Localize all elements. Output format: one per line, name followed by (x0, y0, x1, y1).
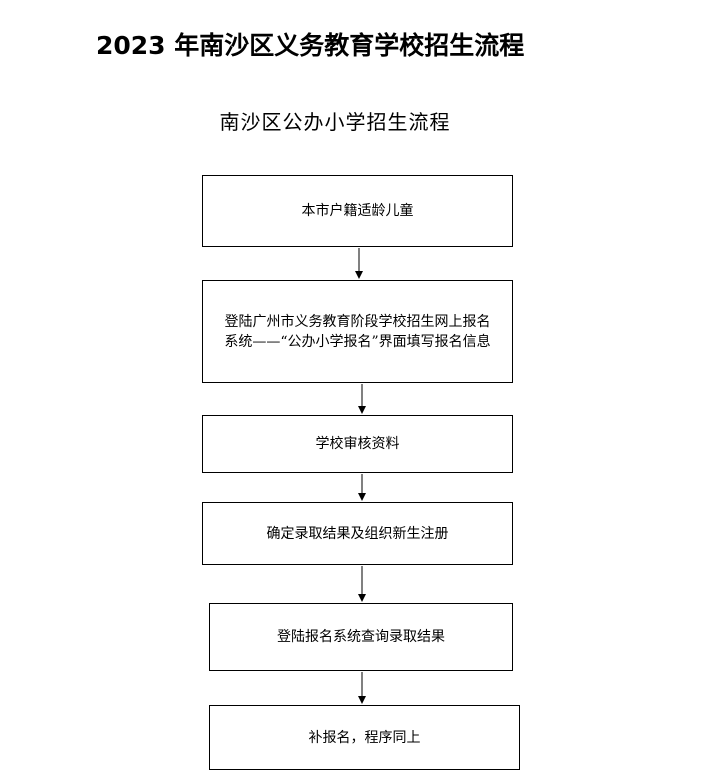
flow-step-label: 补报名，程序同上 (308, 729, 421, 746)
flow-step-online-registration: 登陆广州市义务教育阶段学校招生网上报名 系统——“公办小学报名”界面填写报名信息 (202, 280, 513, 383)
flow-step-label: 学校审核资料 (315, 436, 400, 452)
flow-step-school-review: 学校审核资料 (202, 415, 513, 473)
flow-step-check-results: 登陆报名系统查询录取结果 (209, 603, 513, 671)
flow-step-admission-enrollment: 确定录取结果及组织新生注册 (202, 502, 513, 565)
flow-step-supplementary-registration: 补报名，程序同上 (209, 705, 520, 770)
page-title: 2023 年南沙区义务教育学校招生流程 (96, 31, 525, 60)
flow-step-label: 登陆广州市义务教育阶段学校招生网上报名 系统——“公办小学报名”界面填写报名信息 (224, 313, 491, 350)
flow-step-label: 本市户籍适龄儿童 (301, 203, 414, 219)
flow-step-hukou-children: 本市户籍适龄儿童 (202, 175, 513, 247)
flowchart-subtitle: 南沙区公办小学招生流程 (219, 110, 451, 134)
flow-step-label: 登陆报名系统查询录取结果 (277, 629, 445, 645)
flow-step-label: 确定录取结果及组织新生注册 (266, 525, 449, 542)
